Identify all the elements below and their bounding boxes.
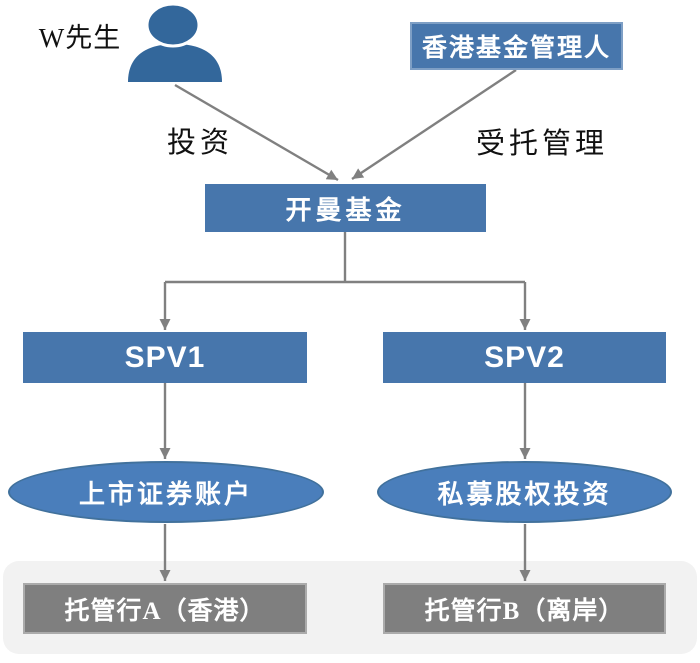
edge-label-manage: 受托管理 (475, 128, 608, 160)
person-icon (128, 2, 222, 82)
node-listed-securities-account: 上市证券账户 (8, 461, 324, 523)
arrow-investor-to-fund (174, 83, 339, 182)
node-custodian-bank-b: 托管行B（离岸） (383, 583, 666, 634)
investor-label: W先生 (38, 23, 122, 53)
node-spv1: SPV1 (23, 332, 307, 383)
node-cayman-fund: 开曼基金 (205, 184, 486, 232)
node-hk-fund-manager: 香港基金管理人 (410, 22, 623, 70)
edge-label-invest: 投资 (166, 127, 233, 159)
node-spv2: SPV2 (383, 332, 666, 383)
arrow-manager-to-fund (351, 69, 517, 180)
node-private-equity-investment: 私募股权投资 (377, 461, 672, 523)
node-custodian-bank-a: 托管行A（香港） (23, 583, 307, 634)
